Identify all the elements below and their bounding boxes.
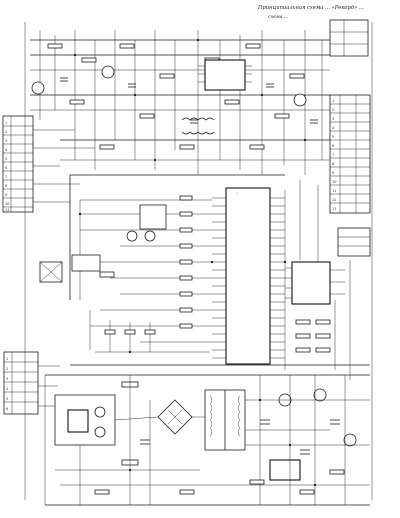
- top-section: [30, 30, 330, 175]
- left-table-row-4: 4: [5, 148, 8, 152]
- left-table-row-7: 7: [5, 175, 7, 179]
- right-table-row-9: 9: [332, 171, 334, 175]
- left-table-row-10: 10: [5, 202, 9, 206]
- right-table-row-6: 6: [332, 144, 334, 148]
- left-connector-table: 1 2 3 4 5 6 7 8 9 10 11: [2, 115, 95, 213]
- right-table-row-10: 10: [332, 180, 336, 184]
- lower-table-row-5: 5: [6, 397, 8, 401]
- bottom-section: [44, 374, 370, 506]
- right-table-row-7: 7: [332, 153, 334, 157]
- right-table-row-3: 3: [332, 117, 334, 121]
- main-ic-label: ...: [236, 191, 239, 195]
- right-table-row-8: 8: [332, 162, 334, 166]
- left-table-row-5: 5: [5, 157, 7, 161]
- lower-table-row-2: 2: [6, 367, 8, 371]
- lower-table-row-1: 1: [6, 357, 8, 361]
- lower-table-row-6: 6: [6, 407, 8, 411]
- left-table-row-2: 2: [5, 130, 7, 134]
- left-table-row-11: 11: [5, 208, 9, 212]
- main-ic: [225, 187, 271, 365]
- left-table-row-6: 6: [5, 166, 7, 170]
- left-table-row-8: 8: [5, 184, 7, 188]
- left-table-row-1: 1: [5, 121, 7, 125]
- left-table-row-3: 3: [5, 139, 7, 143]
- lower-left-connector-table: 1 2 3 4 5 6: [3, 351, 62, 415]
- right-table-row-5: 5: [332, 135, 334, 139]
- right-connector-table: 1 2 3 4 5 6 7 8 9 10 11 12 13: [329, 19, 371, 257]
- lower-table-row-3: 3: [6, 377, 8, 381]
- right-table-row-12: 12: [332, 198, 336, 202]
- right-table-row-4: 4: [332, 126, 335, 130]
- right-table-row-13: 13: [332, 207, 336, 211]
- right-table-row-11: 11: [332, 189, 336, 193]
- sheet-subtitle: схема ...: [268, 15, 289, 20]
- sheet-title: Принципиальная схема ... «Рекорд» ...: [257, 5, 364, 11]
- middle-section: ...: [39, 174, 370, 380]
- right-table-row-1: 1: [332, 99, 334, 103]
- lower-table-row-4: 4: [6, 387, 9, 391]
- left-table-row-9: 9: [5, 193, 7, 197]
- right-table-row-2: 2: [332, 108, 334, 112]
